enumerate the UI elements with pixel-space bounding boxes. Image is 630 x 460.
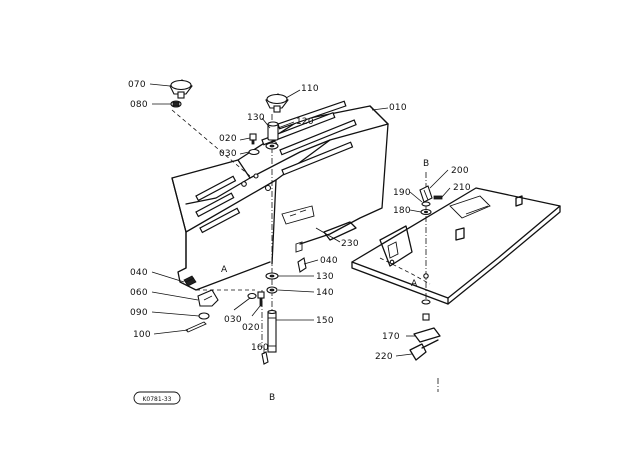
clip-040b [183, 275, 197, 287]
label-200: 200 [451, 166, 469, 176]
washer-180 [420, 208, 432, 216]
bolt-020a [249, 133, 257, 145]
label-230: 230 [341, 239, 359, 249]
washer-030b [247, 292, 257, 300]
label-120: 120 [296, 117, 314, 127]
label-220: 220 [375, 352, 393, 362]
label-130-top: 130 [247, 113, 265, 123]
label-080: 080 [130, 100, 148, 110]
label-010: 010 [389, 103, 407, 113]
reference-mark-a-right: A [411, 279, 418, 289]
pin-160 [261, 351, 269, 365]
label-150: 150 [316, 316, 334, 326]
leader-lines [149, 83, 451, 357]
reference-mark-b-bottom: B [269, 393, 275, 403]
bolt-020b [257, 291, 265, 307]
screw-210 [433, 195, 443, 200]
rod-150 [267, 309, 277, 353]
label-020-bottom: 020 [242, 323, 260, 333]
label-040-left: 040 [130, 268, 148, 278]
washer-190 [421, 201, 431, 207]
label-020-top: 020 [219, 134, 237, 144]
reference-mark-b-top: B [423, 159, 429, 169]
label-090: 090 [130, 308, 148, 318]
label-160: 160 [251, 343, 269, 353]
washer-130b [265, 272, 279, 280]
label-060: 060 [130, 288, 148, 298]
knob-110 [265, 93, 289, 113]
bushing-170 [413, 299, 441, 343]
label-140: 140 [316, 288, 334, 298]
label-210: 210 [453, 183, 471, 193]
label-180: 180 [393, 206, 411, 216]
washer-080 [170, 100, 182, 108]
label-100: 100 [133, 330, 151, 340]
center-lines [171, 109, 439, 392]
lever-220 [409, 339, 439, 361]
main-cover-010 [171, 100, 389, 291]
clip-040a [297, 257, 307, 273]
drawing-code-badge: K0781-33 [133, 391, 181, 405]
latch-060 [197, 289, 219, 307]
drawing-code-text: K0781-33 [142, 396, 171, 403]
label-130-bottom: 130 [316, 272, 334, 282]
floor-plate [351, 187, 561, 305]
label-030-bottom: 030 [224, 315, 242, 325]
knob-070 [169, 79, 193, 99]
bracket-200 [419, 185, 433, 203]
nut-140 [266, 286, 278, 294]
label-170: 170 [382, 332, 400, 342]
part-number-labels: 070 080 110 010 130 120 020 030 230 040 … [128, 80, 471, 403]
label-030-top: 030 [219, 149, 237, 159]
washer-030a [248, 148, 260, 156]
spacer-120 [267, 121, 279, 141]
label-190: 190 [393, 188, 411, 198]
label-110: 110 [301, 84, 319, 94]
washer-090 [198, 312, 210, 320]
label-040-right: 040 [320, 256, 338, 266]
label-070: 070 [128, 80, 146, 90]
washer-130a [265, 142, 279, 150]
reference-mark-a-left: A [221, 265, 228, 275]
pin-100 [185, 321, 207, 333]
